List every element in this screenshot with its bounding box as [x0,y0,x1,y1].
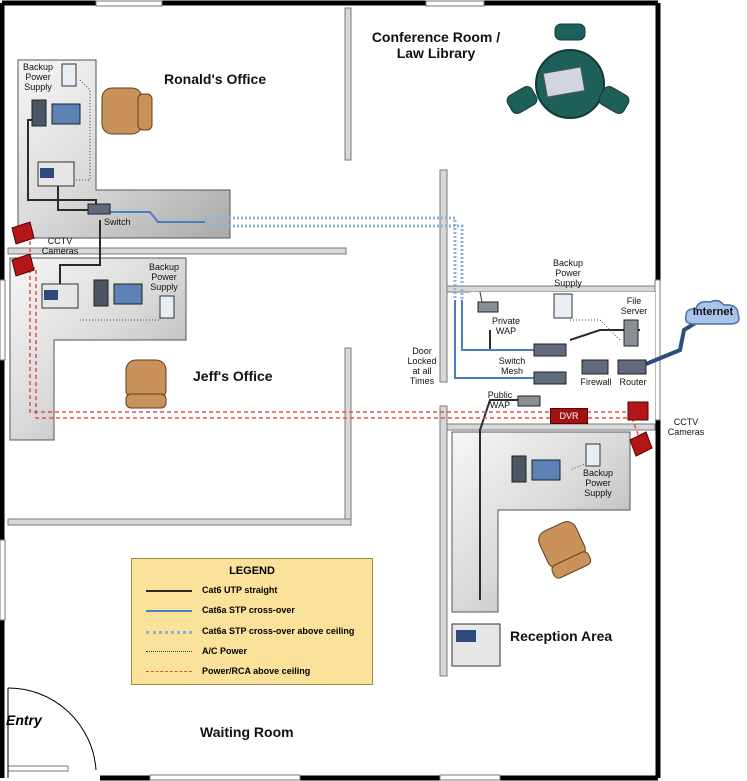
reception-desk [451,431,631,613]
room-label-jeff: Jeff's Office [193,368,273,384]
legend-item-label: A/C Power [202,646,248,656]
label-firewall: Firewall [580,377,612,387]
ronald-switch-icon [87,203,111,215]
chair-reception [538,521,592,579]
label-switch-ronald: Switch [104,217,131,227]
legend-swatch-cat6a-ceiling [146,631,192,634]
jeff-computer-icon [93,279,143,307]
interior-walls [7,7,656,677]
legend-swatch-ac-power [146,651,192,652]
firewall-icon [581,359,609,375]
legend-item: Cat6a STP cross-over [146,605,371,617]
legend-item-label: Cat6a STP cross-over above ceiling [202,626,355,636]
public-wap-icon [517,395,541,407]
jeff-printer-icon [41,283,79,309]
label-cctv-left: CCTV Cameras [41,236,79,256]
reception-ups-icon [585,443,601,467]
label-file-server: File Server [620,296,648,316]
ronald-computer-icon [31,99,81,127]
legend-item-label: Cat6 UTP straight [202,585,278,595]
legend-item-label: Power/RCA above ceiling [202,666,311,676]
label-public-wap: Public WAP [487,390,513,410]
reception-computer-icon [511,455,561,483]
chair-jeff [125,359,167,409]
label-backup-ps-server: Backup Power Supply [552,258,584,288]
legend-swatch-cat6a-stp [146,610,192,612]
ronald-ups-icon [61,63,77,87]
internet-label: Internet [692,306,734,318]
legend-swatch-cat6-utp [146,590,192,592]
outer-walls [0,0,661,781]
legend-item-label: Cat6a STP cross-over [202,605,295,615]
room-label-ronald: Ronald's Office [164,71,267,87]
legend-item: A/C Power [146,646,371,658]
legend-item: Cat6 UTP straight [146,585,371,597]
legend-swatch-power-rca [146,671,192,672]
label-cctv-right: CCTV Cameras [667,417,705,437]
entry-door [7,687,97,778]
router-icon [617,359,647,375]
legend: LEGEND Cat6 UTP straight Cat6a STP cross… [131,558,373,685]
label-router: Router [619,377,647,387]
reception-printer-icon [451,623,501,667]
internet-cloud: Internet [684,298,742,328]
label-door-locked: Door Locked at all Times [407,346,437,386]
conference-table [506,23,630,119]
file-server-icon [623,319,639,347]
cloud-icon [684,299,740,325]
server-ups-icon [553,293,573,319]
room-label-conference: Conference Room / Law Library [371,29,501,61]
jeff-ups-icon [159,295,175,319]
room-label-reception: Reception Area [510,628,613,644]
internet-link [645,318,702,366]
label-backup-ps-reception: Backup Power Supply [582,468,614,498]
legend-item: Cat6a STP cross-over above ceiling [146,626,371,638]
label-backup-ps-ronald: Backup Power Supply [22,62,54,92]
room-label-entry: Entry [6,712,42,728]
room-label-waiting: Waiting Room [200,724,294,740]
cctv-camera-icon [11,221,653,457]
private-wap-icon [477,291,499,313]
legend-item: Power/RCA above ceiling [146,666,371,678]
ronald-printer-icon [37,161,75,187]
label-backup-ps-jeff: Backup Power Supply [148,262,180,292]
cat6a-ceiling-cables [205,216,464,300]
label-private-wap: Private WAP [491,316,520,336]
legend-title: LEGEND [229,565,275,577]
dvr-box: DVR [550,408,588,424]
switch-mesh-icon [533,343,567,385]
cat6a-stp-cables [110,211,540,379]
chair-ronald [101,87,153,135]
label-switch-mesh: Switch Mesh [498,356,526,376]
